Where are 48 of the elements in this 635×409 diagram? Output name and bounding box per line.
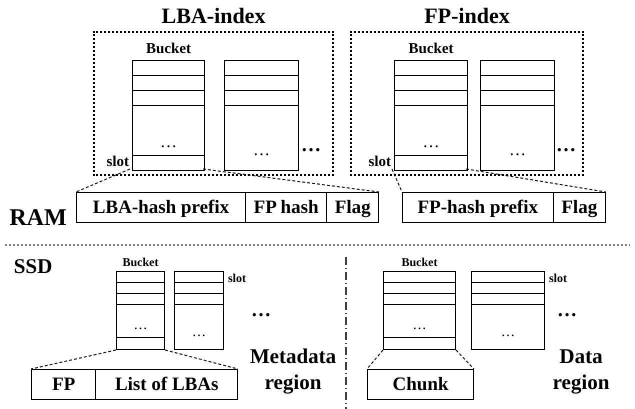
bucket-label: Bucket — [145, 42, 192, 57]
field-label: List of LBAs — [95, 370, 237, 399]
text-label: … — [556, 298, 578, 323]
leader-line — [466, 168, 606, 192]
record-box — [402, 192, 606, 223]
slot-label: slot — [549, 272, 567, 284]
ellipsis: … — [159, 133, 178, 150]
bucket-box — [224, 60, 299, 171]
field-label: FP — [51, 373, 76, 397]
ellipsis: … — [422, 133, 440, 150]
field-label: Chunk — [392, 373, 450, 397]
index-title: LBA-index — [160, 5, 266, 27]
text-label: … — [555, 133, 577, 158]
ellipsis: … — [191, 326, 207, 340]
leader-line — [456, 350, 474, 370]
record-box — [76, 192, 379, 223]
field-label: Flag — [326, 193, 378, 222]
text-label: … — [300, 133, 322, 158]
leader-line — [164, 350, 238, 370]
bucket-label: Bucket — [122, 256, 160, 268]
leader-line — [30, 350, 116, 370]
ellipsis: … — [252, 140, 271, 158]
slot-label: slot — [368, 155, 391, 170]
bucket-label: Bucket — [408, 42, 454, 57]
index-title: FP-index — [423, 5, 511, 27]
ellipsis: … — [132, 319, 148, 334]
bucket-box — [480, 60, 555, 171]
slot-label: slot — [106, 155, 129, 170]
bucket-label: Bucket — [400, 256, 438, 268]
ellipsis: … — [508, 140, 527, 158]
field-label: Flag — [552, 193, 605, 222]
leader-line — [392, 168, 402, 192]
field-label: LBA-hash prefix — [92, 196, 230, 220]
leader-line — [366, 350, 384, 370]
text-label: Data region — [552, 343, 610, 396]
text-label: SSD — [12, 253, 54, 280]
text-label: RAM — [8, 204, 68, 233]
slot-label: slot — [228, 272, 246, 284]
text-label: Metadata region — [248, 343, 338, 396]
ellipsis: … — [412, 319, 428, 334]
leader-line — [202, 168, 380, 192]
leader-line — [76, 168, 130, 192]
field-label: FP-hash prefix — [416, 196, 540, 220]
text-label: … — [250, 298, 272, 323]
record-box — [367, 369, 474, 400]
field-label: FP hash — [244, 193, 326, 222]
record-box — [31, 369, 238, 400]
ellipsis: … — [500, 326, 516, 340]
